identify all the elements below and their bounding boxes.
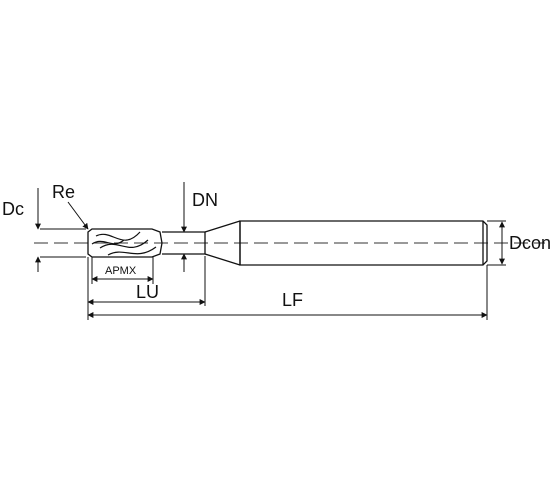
apmx-label: APMX — [105, 265, 137, 277]
lf-label: LF — [282, 290, 303, 310]
dc-dimension — [35, 188, 86, 272]
dcon-dimension — [487, 220, 506, 266]
lu-dimension — [87, 256, 206, 306]
dn-dimension — [178, 182, 190, 272]
lu-label: LU — [136, 282, 159, 302]
apmx-dimension — [91, 257, 154, 284]
dc-label: Dc — [2, 199, 24, 219]
re-leader — [67, 201, 89, 230]
lf-dimension — [87, 265, 488, 320]
re-label: Re — [52, 182, 75, 202]
dn-label: DN — [192, 190, 218, 210]
dcon-label: Dcon — [509, 233, 551, 253]
flutes — [91, 231, 157, 256]
